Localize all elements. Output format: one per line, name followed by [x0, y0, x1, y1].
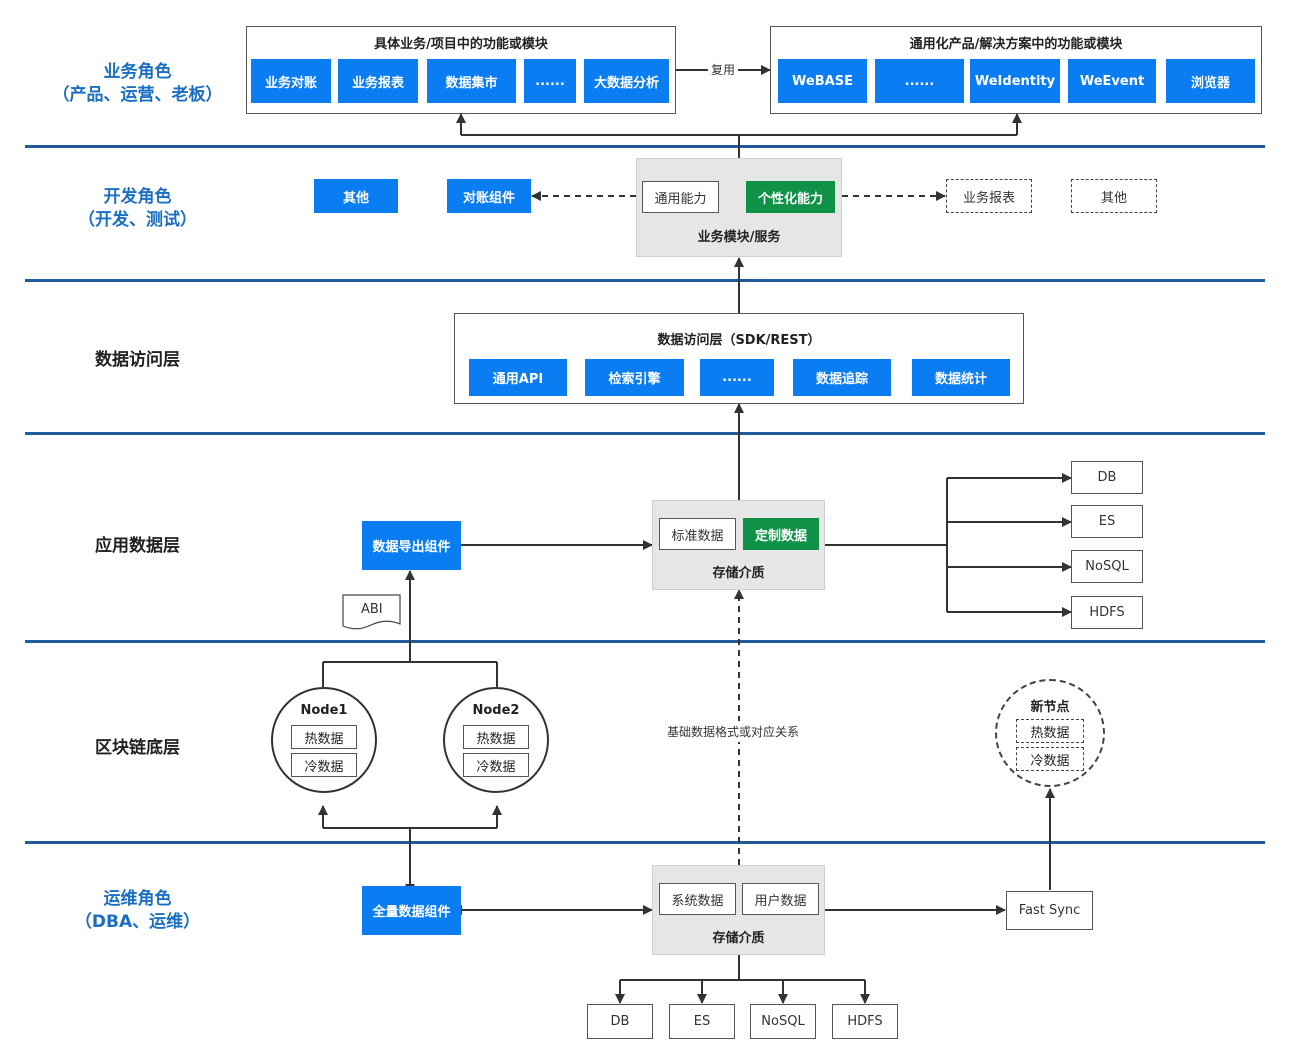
user-data-box[interactable]: 用户数据 — [742, 883, 819, 915]
abi-document: ABI — [361, 602, 383, 617]
business-item-more[interactable]: ...... — [524, 59, 576, 103]
access-data-tracking[interactable]: 数据追踪 — [793, 359, 891, 396]
data-export-component[interactable]: 数据导出组件 — [362, 521, 461, 570]
node2-title: Node2 — [472, 703, 520, 718]
node2-hot-data: 热数据 — [463, 725, 529, 749]
business-item-report[interactable]: 业务报表 — [338, 59, 418, 103]
layer-separator — [25, 841, 1265, 844]
app-target-db[interactable]: DB — [1071, 461, 1143, 494]
custom-ability-box[interactable]: 个性化能力 — [746, 181, 835, 213]
data-access-title: 数据访问层（SDK/REST） — [657, 333, 821, 348]
generic-product-title: 通用化产品/解决方案中的功能或模块 — [909, 37, 1123, 52]
ops-target-db[interactable]: DB — [587, 1004, 653, 1039]
business-project-title: 具体业务/项目中的功能或模块 — [374, 37, 548, 52]
app-target-hdfs[interactable]: HDFS — [1071, 596, 1143, 629]
data-access-layer-label: 数据访问层 — [95, 350, 180, 370]
fast-sync-box[interactable]: Fast Sync — [1006, 891, 1093, 930]
report-dashed-box[interactable]: 业务报表 — [946, 179, 1032, 213]
app-target-es[interactable]: ES — [1071, 505, 1143, 538]
ops-target-nosql[interactable]: NoSQL — [750, 1004, 816, 1039]
dev-other-button[interactable]: 其他 — [314, 179, 398, 213]
ops-target-hdfs[interactable]: HDFS — [832, 1004, 898, 1039]
new-node-circle[interactable]: 新节点 热数据 冷数据 — [995, 679, 1105, 787]
business-module-label: 业务模块/服务 — [697, 230, 781, 245]
custom-data-box[interactable]: 定制数据 — [743, 518, 819, 550]
ops-role-subtitle: （DBA、运维） — [74, 912, 201, 932]
app-storage-label: 存储介质 — [712, 566, 765, 581]
node2-cold-data: 冷数据 — [463, 753, 529, 777]
business-item-recon[interactable]: 业务对账 — [251, 59, 331, 103]
node1-hot-data: 热数据 — [291, 725, 357, 749]
dev-role-title: 开发角色 — [103, 187, 172, 207]
node2-circle[interactable]: Node2 热数据 冷数据 — [443, 687, 549, 793]
blockchain-layer-label: 区块链底层 — [95, 738, 180, 758]
layer-separator — [25, 145, 1265, 148]
business-role-label: 业务角色 （产品、运营、老板） — [20, 61, 255, 107]
new-node-hot-data: 热数据 — [1016, 719, 1084, 743]
business-role-title: 业务角色 — [103, 62, 172, 82]
system-data-box[interactable]: 系统数据 — [659, 883, 736, 915]
new-node-cold-data: 冷数据 — [1016, 747, 1084, 771]
product-webase[interactable]: WeBASE — [778, 59, 867, 103]
layer-separator — [25, 640, 1265, 643]
layer-separator — [25, 432, 1265, 435]
mapping-label: 基础数据格式或对应关系 — [667, 721, 800, 742]
other-dashed-box[interactable]: 其他 — [1071, 179, 1157, 213]
general-ability-box[interactable]: 通用能力 — [642, 181, 719, 213]
business-item-bigdata[interactable]: 大数据分析 — [584, 59, 669, 103]
product-browser[interactable]: 浏览器 — [1166, 59, 1255, 103]
business-role-subtitle: （产品、运营、老板） — [52, 85, 223, 105]
new-node-title: 新节点 — [1030, 700, 1070, 715]
product-weidentity[interactable]: WeIdentity — [970, 59, 1060, 103]
app-target-nosql[interactable]: NoSQL — [1071, 550, 1143, 583]
recon-component-button[interactable]: 对账组件 — [447, 179, 531, 213]
reuse-label: 复用 — [708, 61, 739, 78]
ops-target-es[interactable]: ES — [669, 1004, 735, 1039]
layer-separator — [25, 279, 1265, 282]
access-general-api[interactable]: 通用API — [469, 359, 567, 396]
product-more[interactable]: ...... — [875, 59, 964, 103]
product-weevent[interactable]: WeEvent — [1068, 59, 1156, 103]
business-item-data-mart[interactable]: 数据集市 — [427, 59, 516, 103]
standard-data-box[interactable]: 标准数据 — [659, 518, 736, 550]
ops-role-label: 运维角色 （DBA、运维） — [20, 888, 255, 934]
access-search-engine[interactable]: 检索引擎 — [585, 359, 684, 396]
access-more[interactable]: ...... — [700, 359, 774, 396]
dev-role-subtitle: （开发、测试） — [78, 210, 197, 230]
node1-cold-data: 冷数据 — [291, 753, 357, 777]
ops-storage-label: 存储介质 — [712, 931, 765, 946]
access-data-stats[interactable]: 数据统计 — [912, 359, 1010, 396]
dev-role-label: 开发角色 （开发、测试） — [20, 186, 255, 232]
node1-title: Node1 — [300, 703, 348, 718]
app-data-layer-label: 应用数据层 — [95, 536, 180, 556]
node1-circle[interactable]: Node1 热数据 冷数据 — [271, 687, 377, 793]
full-data-component[interactable]: 全量数据组件 — [362, 886, 461, 935]
ops-role-title: 运维角色 — [103, 889, 172, 909]
